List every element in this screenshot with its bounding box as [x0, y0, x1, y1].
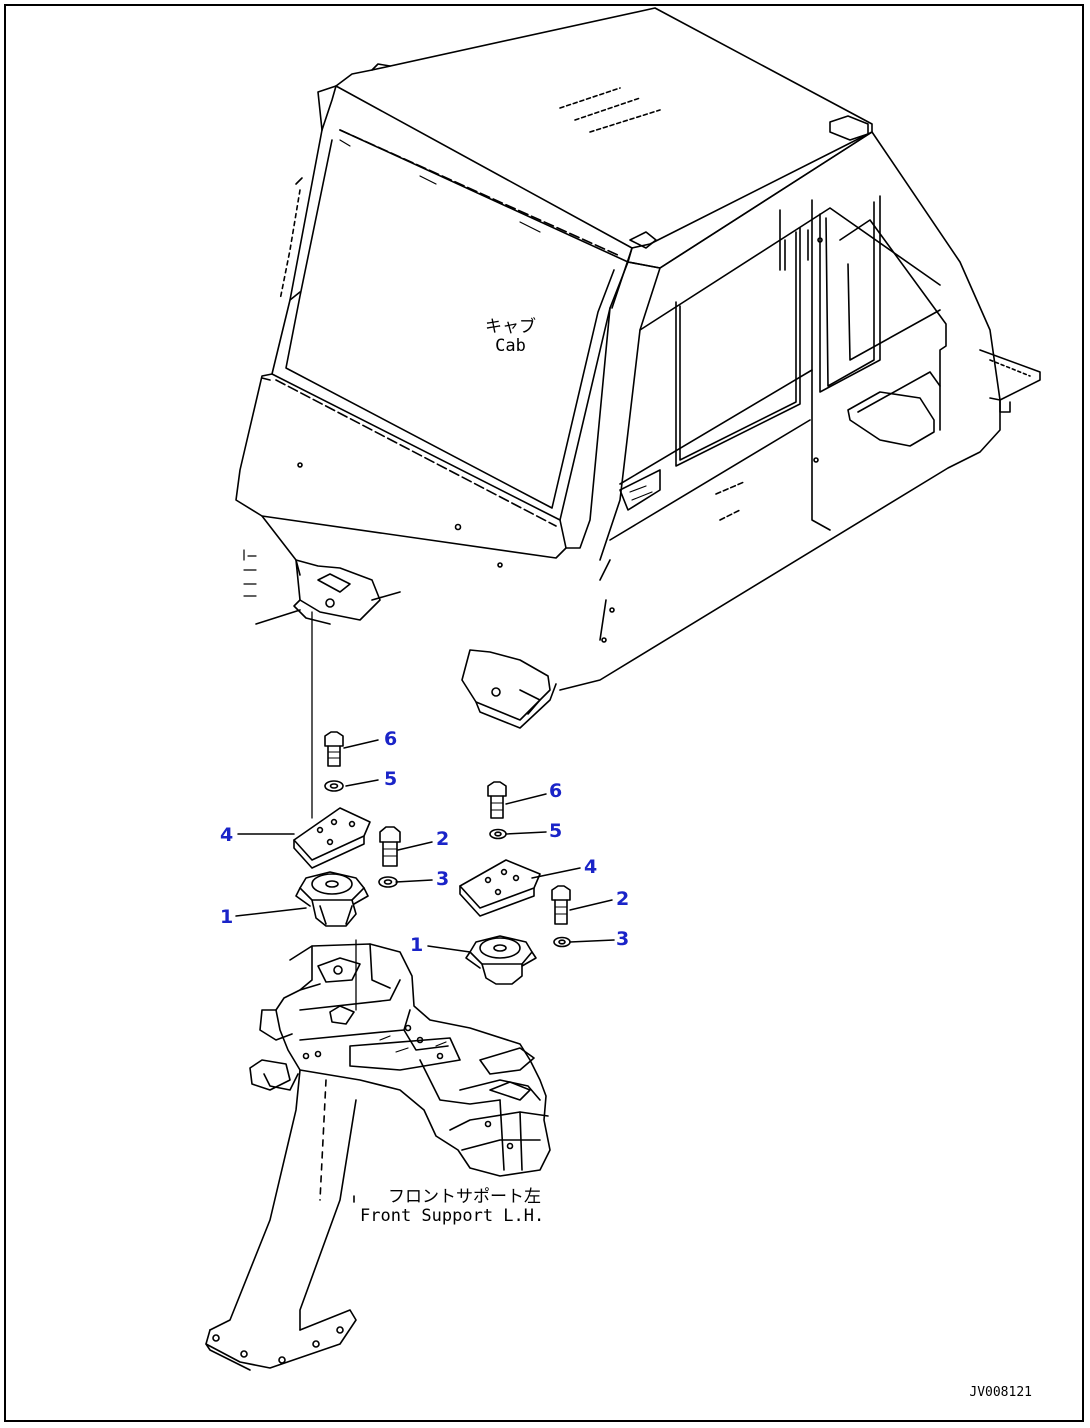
callout-3-right: 3	[616, 928, 630, 950]
front-support-label-jp: フロントサポート左	[388, 1187, 541, 1207]
front-support-label: フロントサポート左 Front Support L.H.	[360, 1188, 544, 1225]
callout-5-right: 5	[549, 820, 563, 842]
callout-4-left: 4	[220, 824, 234, 846]
cab-outline	[235, 7, 1041, 729]
callout-4-right: 4	[584, 856, 598, 878]
callout-6-left: 6	[384, 728, 398, 750]
callout-2-left: 2	[436, 828, 450, 850]
right-mount-stack	[459, 781, 571, 985]
assembly-lines	[311, 611, 357, 1011]
front-support-outline	[205, 943, 551, 1371]
cab-label-en: Cab	[495, 335, 526, 356]
callout-3-left: 3	[436, 868, 450, 890]
callout-1-left: 1	[220, 906, 234, 928]
callout-5-left: 5	[384, 768, 398, 790]
callout-1-right: 1	[410, 934, 424, 956]
callout-leaders	[235, 739, 615, 953]
cab-label-jp: キャブ	[485, 317, 536, 337]
cab-label: キャブ Cab	[485, 318, 536, 355]
drawing-frame	[4, 4, 1084, 1422]
callout-6-right: 6	[549, 780, 563, 802]
left-mount-stack	[293, 731, 401, 927]
front-support-label-en: Front Support L.H.	[360, 1205, 545, 1226]
drawing-id: JV008121	[969, 1385, 1032, 1400]
callout-2-right: 2	[616, 888, 630, 910]
